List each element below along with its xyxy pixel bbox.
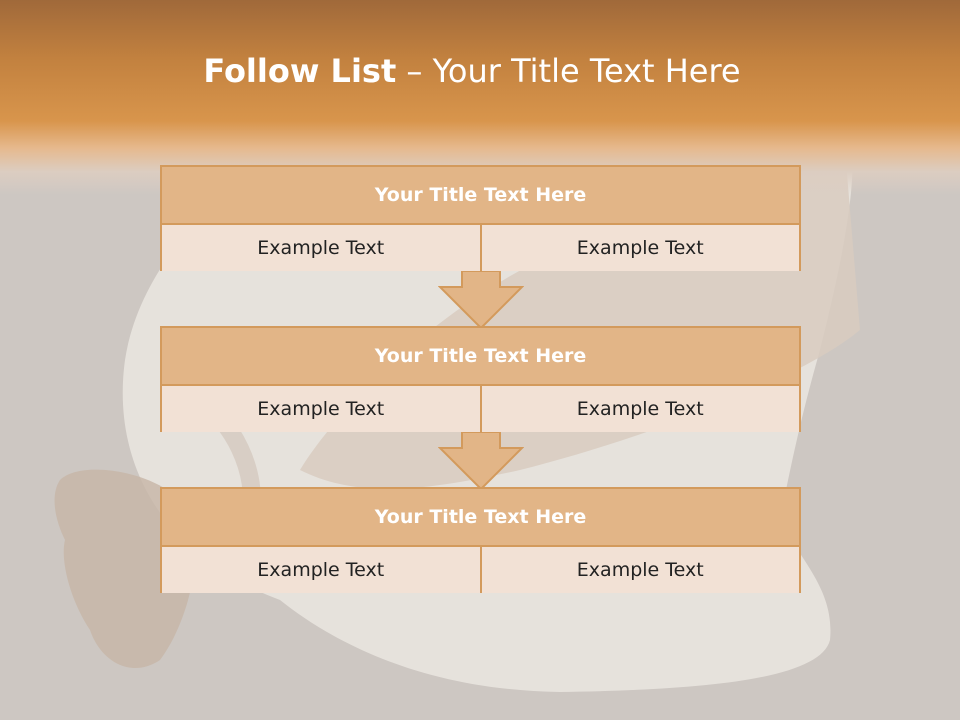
list-block-3: Your Title Text Here Example Text Exampl… xyxy=(160,487,801,593)
block-body: Example Text Example Text xyxy=(162,225,799,271)
block-body: Example Text Example Text xyxy=(162,547,799,593)
slide-title: Follow List – Your Title Text Here xyxy=(0,52,944,90)
block-body: Example Text Example Text xyxy=(162,386,799,432)
block-left-text: Example Text xyxy=(257,559,385,581)
list-block-2: Your Title Text Here Example Text Exampl… xyxy=(160,326,801,432)
down-arrow-icon xyxy=(438,271,524,329)
header-band xyxy=(0,0,960,195)
down-arrow-icon xyxy=(438,432,524,490)
block-left-text: Example Text xyxy=(257,398,385,420)
slide-title-bold: Follow List xyxy=(203,52,397,90)
block-left-text: Example Text xyxy=(257,237,385,259)
block-title: Your Title Text Here xyxy=(162,167,799,225)
slide-title-rest: – Your Title Text Here xyxy=(406,52,741,90)
block-right-text: Example Text xyxy=(479,225,800,271)
block-title: Your Title Text Here xyxy=(162,489,799,547)
block-right-text: Example Text xyxy=(479,547,800,593)
block-title: Your Title Text Here xyxy=(162,328,799,386)
block-right-text: Example Text xyxy=(479,386,800,432)
list-block-1: Your Title Text Here Example Text Exampl… xyxy=(160,165,801,271)
